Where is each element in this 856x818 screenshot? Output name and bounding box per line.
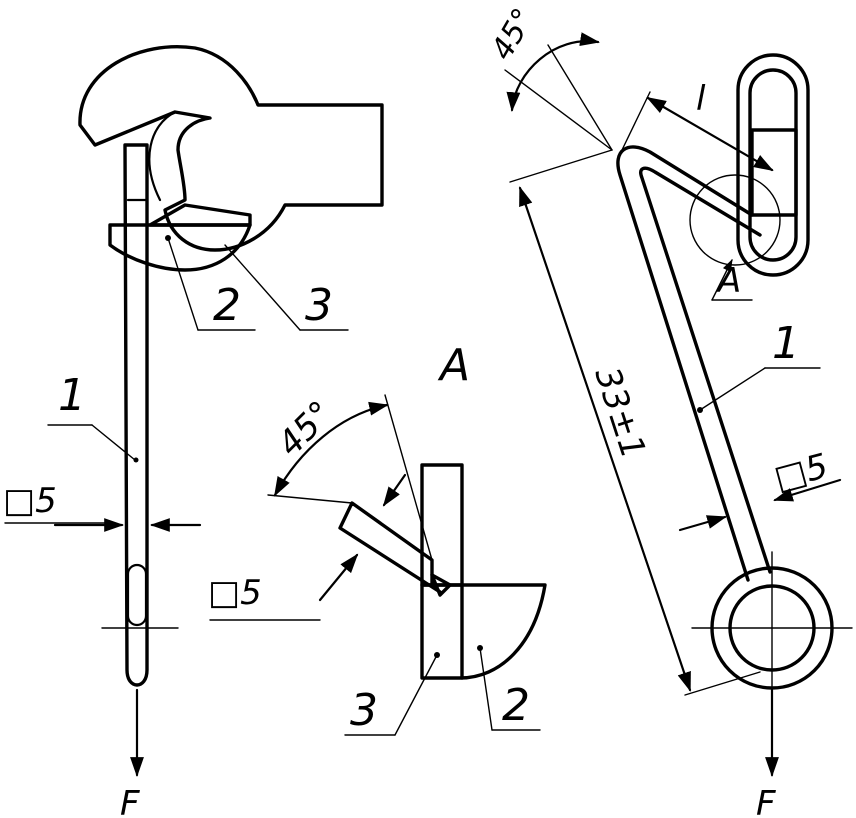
detail-rod (338, 501, 442, 594)
square-5-label-left: □5 (3, 481, 57, 521)
detail-view-a: A 45° □5 3 2 (208, 340, 547, 736)
part-1-label-left: 1 (58, 370, 86, 421)
part-3-label-detail: 3 (350, 685, 378, 736)
weld-part-3 (108, 223, 252, 272)
bent-rod-part-1 (616, 145, 754, 582)
detail-plate-part-3 (420, 463, 464, 587)
view-a-marker: A (716, 261, 741, 301)
part-2-label-left: 2 (213, 280, 241, 331)
force-label-left: F (120, 784, 140, 818)
view-a-title: A (437, 340, 470, 391)
square-5-label-detail: □5 (208, 573, 262, 613)
detail-base-part-2 (420, 583, 547, 680)
part-1-label-right: 1 (772, 318, 800, 369)
dimension-l: l (696, 79, 706, 119)
square-5-label-right: □5 (770, 446, 832, 499)
part-3-label-left: 3 (305, 280, 333, 331)
part-2-label-detail: 2 (502, 680, 530, 731)
right-view: A F 33±1 l 45° □5 1 (485, 2, 853, 818)
rod-part-1 (123, 143, 149, 687)
force-label-right: F (756, 784, 776, 818)
angle-45-right: 45° (485, 2, 542, 66)
left-view: F □5 1 2 3 (3, 45, 384, 818)
angle-45-detail: 45° (270, 393, 341, 464)
